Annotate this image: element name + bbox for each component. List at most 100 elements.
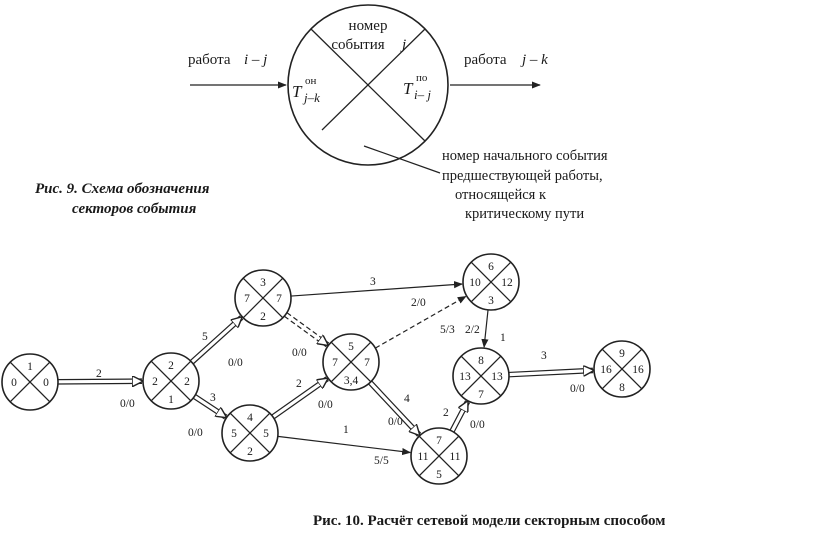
event-late-time: 0 (43, 377, 49, 389)
fig9-right-sector-sup: по (416, 72, 428, 84)
event-early-time: 2 (152, 376, 158, 388)
work-duration-e47: 1 (343, 424, 349, 436)
work-duration-e89: 3 (541, 350, 547, 362)
event-number: 4 (247, 412, 253, 424)
work-reserve-e35: 0/0 (292, 347, 307, 359)
work-reserve-e57: 0/0 (388, 416, 403, 428)
arrow-line (192, 397, 225, 420)
work-arrow-e56 (375, 295, 467, 349)
fig10-edges (57, 281, 593, 456)
work-reserve-e89: 0/0 (570, 383, 585, 395)
event-late-time: 5 (263, 428, 269, 440)
work-reserve-e24: 0/0 (188, 427, 203, 439)
work-duration-e23: 5 (202, 331, 208, 343)
event-late-time: 12 (501, 277, 513, 289)
work-reserve-e56: 5/3 (440, 324, 455, 336)
fig9-caption-line-1: Рис. 9. Схема обозначения (35, 181, 210, 197)
fig10-edge-labels: 20/050/030/00/032/020/015/55/340/012/220… (96, 276, 585, 467)
fig9-right-sector-T: T (403, 79, 414, 98)
work-reserve-e45: 0/0 (318, 399, 333, 411)
arrow-line (277, 435, 412, 456)
work-duration-e78: 2 (443, 407, 449, 419)
event-late-time: 7 (364, 357, 370, 369)
event-number: 1 (27, 361, 33, 373)
event-early-time: 7 (332, 357, 338, 369)
event-early-time: 10 (469, 277, 481, 289)
event-critical-predecessor: 3,4 (344, 375, 359, 387)
fig9-right-sector-sub: i– j (414, 87, 431, 102)
arrow-line (290, 281, 463, 297)
work-arrow-e45 (271, 376, 329, 420)
event-number: 8 (478, 355, 484, 367)
fig9-left-sector-sub: j–k (302, 90, 320, 105)
work-reserve-e78: 0/0 (470, 419, 485, 431)
fig9-note-pointer (363, 145, 441, 174)
event-late-time: 16 (632, 364, 644, 376)
work-arrow-e12 (57, 378, 143, 385)
work-arrow-e89 (508, 367, 593, 378)
arrow-line (57, 378, 142, 381)
event-late-time: 2 (184, 376, 190, 388)
work-arrow-e68 (481, 309, 489, 349)
event-node-n3: 37 72 (234, 269, 292, 327)
fig9-left-sector-T: T (292, 82, 303, 101)
work-arrow-e47 (277, 435, 412, 456)
fig9-note-line-4: критическому пути (465, 206, 584, 222)
arrow-line (58, 382, 143, 385)
event-number: 6 (488, 261, 494, 273)
event-cross-line (470, 261, 512, 303)
fig9-left-sector-sup: он (305, 75, 317, 87)
event-number: 2 (168, 360, 174, 372)
arrow-line (368, 383, 419, 437)
work-arrow-e78 (449, 401, 470, 433)
work-arrow-e35 (283, 312, 328, 348)
event-early-time: 0 (11, 377, 17, 389)
work-duration-e57: 4 (404, 393, 410, 405)
work-arrow-e36 (290, 281, 463, 297)
work-reserve-e12: 0/0 (120, 398, 135, 410)
fig10-caption: Рис. 10. Расчёт сетевой модели секторным… (313, 513, 665, 529)
event-critical-predecessor: 2 (260, 311, 266, 323)
work-reserve-e36: 2/0 (411, 297, 426, 309)
event-cross-line (9, 361, 51, 403)
arrow-line (375, 295, 467, 349)
event-cross-line (229, 412, 271, 454)
event-critical-predecessor: 3 (488, 295, 494, 307)
fig9-cross-line-2 (321, 28, 426, 131)
arrow-line (283, 315, 327, 348)
event-early-time: 11 (417, 451, 428, 463)
arrow-line (508, 367, 593, 374)
event-critical-predecessor: 8 (619, 382, 625, 394)
work-arrow-e57 (368, 380, 422, 437)
fig9-center-top: номер (349, 18, 388, 34)
event-cross-line (150, 360, 192, 402)
event-number: 5 (348, 341, 354, 353)
fig9-left-label: работа (188, 52, 231, 68)
event-node-n6: 6 10 12 3 (462, 253, 520, 311)
work-duration-e68: 1 (500, 332, 506, 344)
fig9-left-var: i – j (244, 52, 267, 68)
event-number: 3 (260, 277, 266, 289)
work-arrow-e24 (192, 394, 227, 420)
fig9-center-var: j (400, 37, 406, 53)
fig9-right-label: работа (464, 52, 507, 68)
event-early-time: 7 (244, 293, 250, 305)
event-critical-predecessor: 7 (478, 389, 484, 401)
event-late-time: 7 (276, 293, 282, 305)
fig9-right-var: j – k (520, 52, 548, 68)
work-arrow-e23 (189, 315, 243, 365)
event-number: 7 (436, 435, 442, 447)
event-node-n5: 57 7 3,4 (322, 333, 380, 391)
work-duration-e24: 3 (210, 392, 216, 404)
event-cross-line (242, 277, 284, 319)
work-duration-e36: 3 (370, 276, 376, 288)
event-cross-line (601, 348, 643, 390)
work-reserve-e23: 0/0 (228, 357, 243, 369)
event-critical-predecessor: 5 (436, 469, 442, 481)
